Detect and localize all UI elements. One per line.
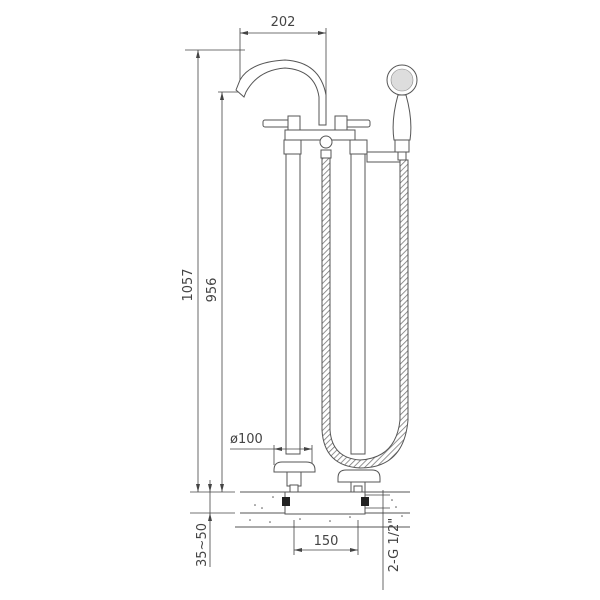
dim-label-956: 956: [205, 278, 220, 303]
dim-label-202: 202: [271, 15, 296, 30]
pillar-bases: [273, 461, 381, 493]
dim-label-35-50: 35~50: [195, 523, 210, 567]
dimension-connection: 2-G 1/2": [365, 490, 402, 590]
dim-label-150: 150: [314, 534, 339, 549]
dim-label-100: ø100: [230, 432, 263, 447]
dim-label-connection: 2-G 1/2": [387, 518, 402, 573]
dimension-total-height: 1057: [181, 49, 245, 492]
shower-hose: [321, 157, 409, 469]
dimension-floor-depth: 35~50: [190, 480, 235, 567]
spout: [235, 59, 327, 126]
floor-section: [235, 491, 410, 528]
dimension-spout-height: 956: [205, 91, 240, 492]
dimension-spout-reach: 202: [239, 15, 327, 120]
pillars: [285, 153, 366, 455]
dimension-pillar-diameter: ø100: [230, 432, 313, 465]
dimension-inlet-spacing: 150: [293, 520, 359, 555]
dim-label-1057: 1057: [181, 268, 196, 301]
mixer-body: [262, 115, 406, 163]
hand-shower: [386, 64, 418, 161]
